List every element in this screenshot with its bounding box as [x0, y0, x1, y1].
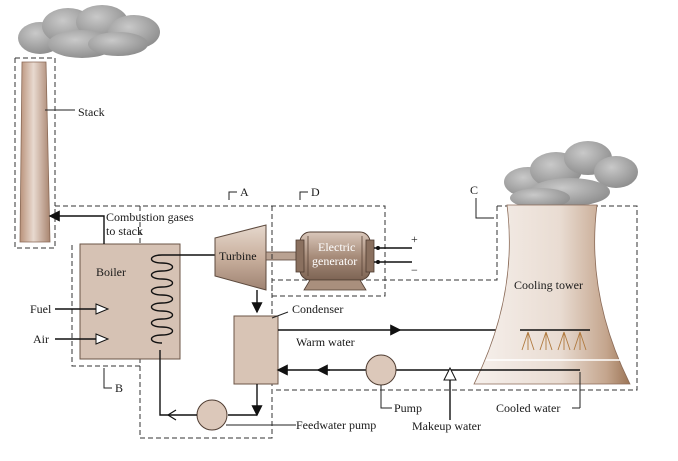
- turbine: [214, 224, 267, 291]
- cooling-tower-steam: [504, 141, 638, 208]
- region-a-label: A: [240, 185, 249, 199]
- region-b-leader: [103, 368, 112, 389]
- feedwater-arrow: [166, 409, 177, 421]
- generator-label-1: Electric: [318, 240, 355, 254]
- combustion-arrow: [48, 210, 105, 244]
- minus-terminal: [376, 260, 380, 264]
- warm-water-label: Warm water: [296, 335, 355, 349]
- region-c-label: C: [470, 183, 478, 197]
- minus-label: −: [411, 263, 418, 277]
- region-a-leader: [228, 191, 237, 200]
- feedwater-pump-label: Feedwater pump: [296, 418, 376, 432]
- spray-nozzles: [521, 331, 587, 351]
- stack-label: Stack: [78, 105, 105, 119]
- plus-terminal: [376, 246, 380, 250]
- air-label: Air: [33, 332, 49, 346]
- region-c-boundary: [276, 205, 638, 391]
- feedwater-return: [159, 350, 197, 416]
- boiler: [79, 243, 181, 360]
- air-arrow: [95, 333, 110, 345]
- region-d-leader: [299, 191, 308, 200]
- electric-generator: [295, 231, 375, 291]
- region-b-label: B: [115, 381, 123, 395]
- feedwater-pump: [196, 399, 228, 431]
- stack-smoke: [18, 5, 160, 58]
- generator-label-2: generator: [312, 254, 357, 268]
- plus-label: +: [411, 232, 418, 246]
- fuel-label: Fuel: [30, 302, 52, 316]
- turbine-shaft: [265, 251, 297, 261]
- turbine-label: Turbine: [219, 249, 257, 263]
- pump: [365, 354, 397, 386]
- boiler-coil: [150, 254, 174, 344]
- makeup-water-arrow: [443, 366, 457, 381]
- condenser-leader: [271, 311, 289, 319]
- region-d-label: D: [311, 185, 320, 199]
- combustion-label-2: to stack: [106, 224, 143, 238]
- pump-label: Pump: [394, 401, 422, 415]
- cooling-tower-label: Cooling tower: [514, 278, 583, 292]
- condenser: [233, 315, 279, 385]
- stack: [19, 61, 51, 243]
- fuel-arrow: [95, 303, 110, 315]
- makeup-water-label: Makeup water: [412, 419, 481, 433]
- condenser-label: Condenser: [292, 302, 343, 316]
- combustion-label-1: Combustion gases: [106, 210, 194, 224]
- boiler-label: Boiler: [96, 265, 126, 279]
- cooled-water-label: Cooled water: [496, 401, 560, 415]
- region-c-leader: [475, 198, 494, 219]
- cooling-tower: [473, 204, 631, 385]
- pump-leader: [380, 385, 392, 409]
